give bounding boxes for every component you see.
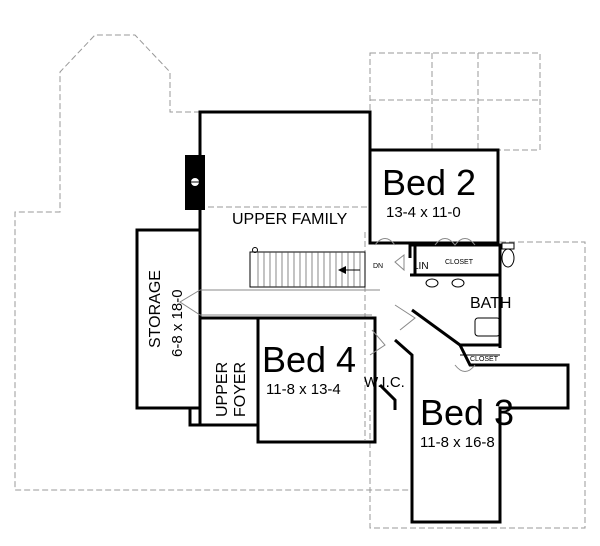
upper-family-label: UPPER FAMILY (232, 211, 348, 228)
upper-foyer-label-2: FOYER (232, 362, 249, 417)
roof-outline (14, 34, 586, 529)
bed3-label: Bed 3 (420, 392, 514, 433)
sink-icon (425, 278, 439, 288)
toilet-tank-icon (501, 242, 515, 250)
bed2-size: 13-4 x 11-0 (386, 204, 461, 221)
storage-label: STORAGE (147, 270, 164, 348)
stairs-dn-label: DN (373, 263, 383, 270)
staircase (249, 247, 366, 288)
bath-fixtures (425, 242, 515, 337)
bed2-label: Bed 2 (382, 162, 476, 203)
lin-label: LIN (413, 261, 429, 272)
walls (135, 110, 570, 524)
bath-label: BATH (470, 295, 511, 312)
closet-bed3-label: CLOSET (470, 356, 499, 363)
wic-label: W.I.C. (364, 374, 405, 391)
sink-icon (451, 278, 465, 288)
doors (179, 175, 569, 523)
bed4-size: 11-8 x 13-4 (266, 381, 341, 398)
storage-size: 6-8 x 18-0 (169, 289, 186, 357)
bed3-size: 11-8 x 16-8 (420, 434, 495, 451)
bed4-label: Bed 4 (262, 339, 356, 380)
toilet-icon (501, 248, 515, 268)
upper-foyer-label-1: UPPER (214, 362, 231, 417)
bathtub-icon (474, 317, 501, 337)
closet-bed2-label: CLOSET (445, 259, 474, 266)
